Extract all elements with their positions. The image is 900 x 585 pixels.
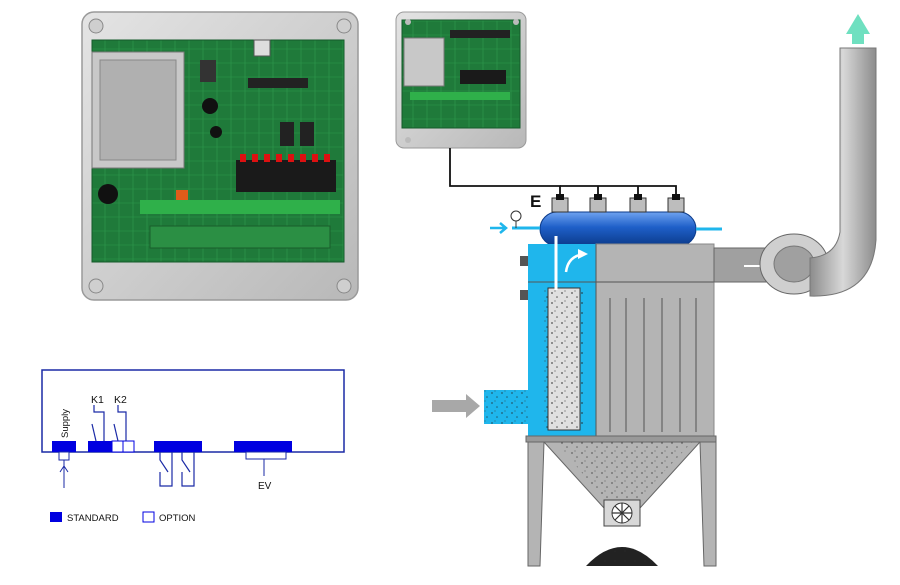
legend-option-swatch — [142, 511, 155, 523]
terminal-ev — [234, 441, 292, 452]
filter-housing — [520, 236, 717, 443]
compressed-air-tank — [490, 210, 722, 247]
inlet-arrow — [432, 394, 480, 418]
exhaust-stack — [809, 14, 877, 297]
solenoid-valves — [551, 194, 685, 213]
legend-standard-label: STANDARD — [67, 513, 119, 524]
terminal-alarm — [154, 441, 202, 452]
air-inlet-arrow — [490, 222, 508, 234]
ev-label: EV — [258, 481, 272, 492]
legend-option-label: OPTION — [159, 513, 196, 524]
exhaust-arrow — [846, 14, 870, 44]
supply-label: Supply — [60, 409, 71, 438]
terminal-k1 — [88, 441, 112, 452]
valve-group-label: E — [530, 192, 541, 211]
legend: STANDARD OPTION — [50, 511, 196, 524]
controller-board-photo-small — [395, 11, 527, 149]
hopper — [527, 441, 717, 567]
k2-label: K2 — [114, 394, 127, 406]
k1-label: K1 — [91, 394, 104, 406]
control-cable — [449, 148, 677, 198]
terminal-supply — [52, 441, 76, 452]
legend-standard-swatch — [50, 512, 62, 522]
dirty-air-inlet — [432, 390, 528, 424]
controller-board-photo-large — [81, 11, 359, 301]
wiring-schematic: Supply K1 K2 EV — [41, 369, 345, 492]
